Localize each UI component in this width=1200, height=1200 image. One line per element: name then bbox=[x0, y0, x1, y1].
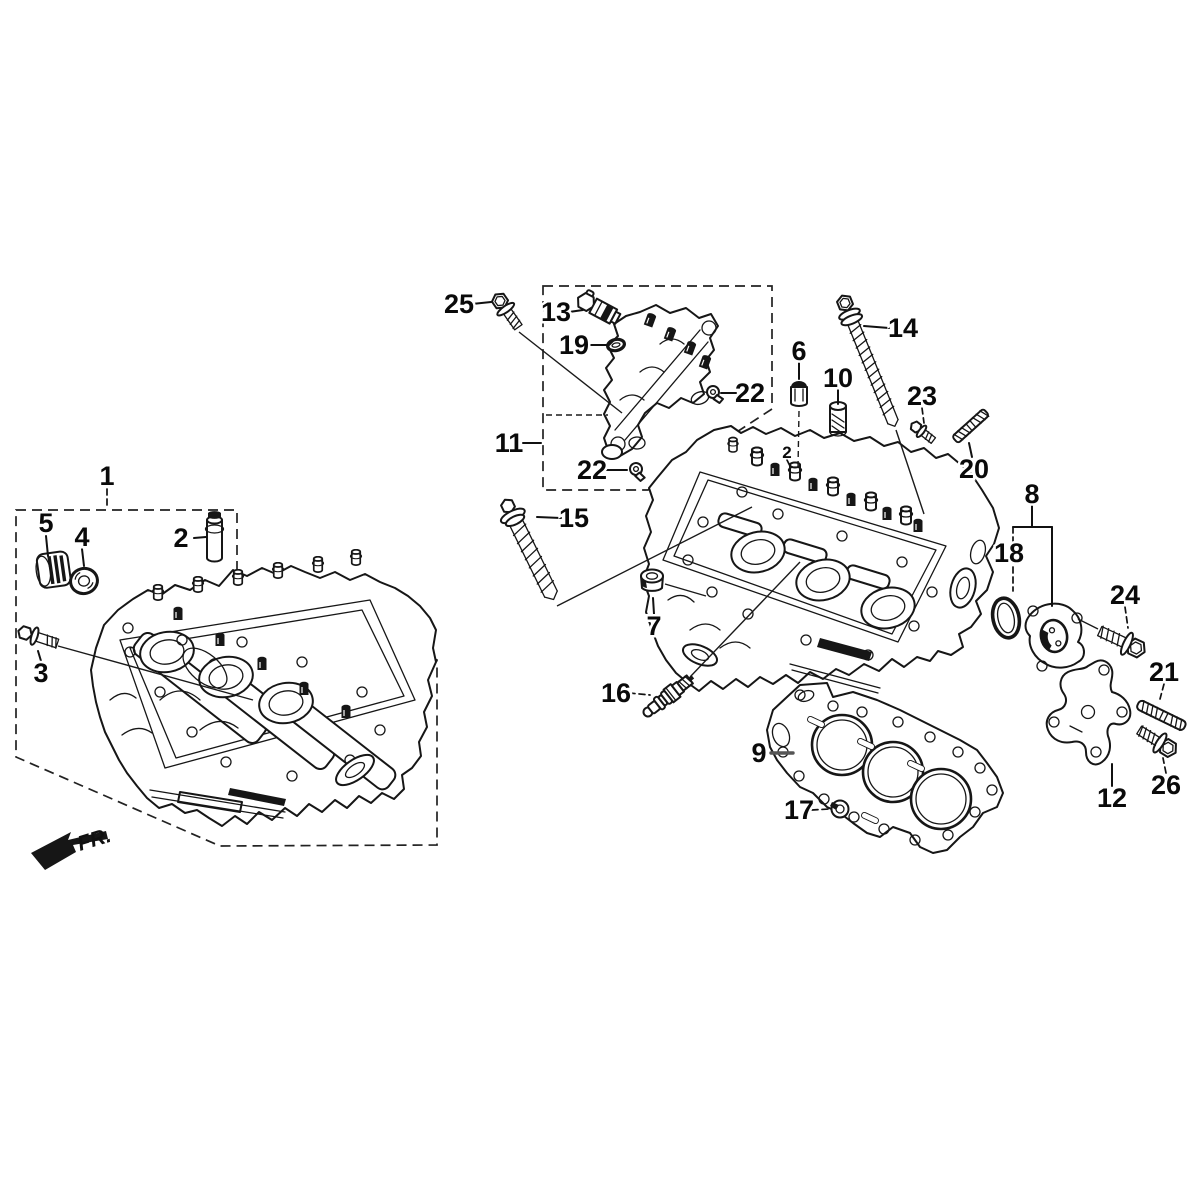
callout-14-15[interactable]: 14 bbox=[885, 311, 920, 346]
callout-17-24[interactable]: 17 bbox=[781, 793, 816, 828]
callout-22-10[interactable]: 22 bbox=[574, 453, 609, 488]
part-10-dowel bbox=[829, 401, 847, 437]
leader-line-26 bbox=[1162, 757, 1167, 774]
callout-2-3[interactable]: 2 bbox=[171, 521, 191, 556]
part-24-flange-bolt bbox=[1096, 625, 1146, 659]
part-26-flange-bolt bbox=[1136, 725, 1177, 758]
part-16-spark-plug bbox=[642, 674, 695, 718]
leader-line-16 bbox=[628, 692, 651, 696]
part-3-bolt bbox=[17, 625, 60, 649]
callout-6-13[interactable]: 6 bbox=[789, 334, 809, 369]
bolt-14-axis bbox=[895, 429, 925, 515]
callout-20-17[interactable]: 20 bbox=[956, 452, 991, 487]
leader-line-20 bbox=[968, 442, 973, 458]
cylinder-head-rear-drawing bbox=[642, 425, 1000, 694]
part-8-cam-plate bbox=[1024, 602, 1085, 672]
leader-line-13 bbox=[568, 309, 584, 313]
cylinder-head-front-drawing bbox=[90, 548, 437, 827]
bolt-25-axis bbox=[518, 331, 623, 414]
leader-line-7 bbox=[652, 597, 655, 615]
part-13-spool-valve bbox=[577, 289, 622, 325]
part-6-sealing-plug bbox=[790, 381, 808, 407]
callout-8-18[interactable]: 8 bbox=[1022, 477, 1042, 512]
spark-plug-16-axis bbox=[689, 561, 801, 678]
group-boxes-layer bbox=[15, 285, 773, 847]
part-15-washer-bolt bbox=[499, 498, 558, 601]
bolt-15-axis bbox=[556, 506, 753, 607]
callout-15-11[interactable]: 15 bbox=[556, 501, 591, 536]
callout-2-12[interactable]: 2 bbox=[781, 442, 793, 464]
part-23-bolt bbox=[909, 420, 937, 444]
fr-direction-arrow: FR. bbox=[31, 824, 114, 870]
callout-1-0[interactable]: 1 bbox=[97, 459, 117, 494]
bolt-24-link bbox=[1077, 618, 1099, 630]
part-21-stud bbox=[1136, 699, 1187, 732]
callout-19-8[interactable]: 19 bbox=[556, 328, 591, 363]
callout-13-7[interactable]: 13 bbox=[538, 295, 573, 330]
leader-line-17 bbox=[811, 808, 830, 811]
part-20-stud bbox=[952, 408, 990, 444]
group-1-box bbox=[15, 509, 438, 847]
callout-24-20[interactable]: 24 bbox=[1107, 578, 1142, 613]
leader-line-2 bbox=[193, 536, 207, 539]
part-25-flange-bolt bbox=[490, 292, 523, 331]
leader-line-3 bbox=[37, 650, 42, 662]
cap-7-axis bbox=[664, 583, 707, 597]
leader-line-21 bbox=[1159, 683, 1165, 700]
callout-12-25[interactable]: 12 bbox=[1094, 781, 1129, 816]
part-2-valve-guide bbox=[204, 511, 225, 563]
leader-line-2 bbox=[786, 459, 792, 469]
callout-16-22[interactable]: 16 bbox=[598, 676, 633, 711]
callout-3-4[interactable]: 3 bbox=[31, 656, 51, 691]
callout-11-5[interactable]: 11 bbox=[492, 426, 526, 461]
callout-10-14[interactable]: 10 bbox=[820, 361, 855, 396]
callout-25-6[interactable]: 25 bbox=[441, 287, 476, 322]
callout-5-1[interactable]: 5 bbox=[36, 506, 56, 541]
callout-23-16[interactable]: 23 bbox=[904, 379, 939, 414]
bolt-3-axis bbox=[57, 645, 254, 701]
head-gasket-drawing bbox=[766, 682, 1004, 854]
leader-line-24 bbox=[1124, 606, 1129, 629]
leader-line-15 bbox=[536, 516, 562, 519]
part-17-cap bbox=[830, 799, 850, 819]
callout-4-2[interactable]: 4 bbox=[72, 520, 92, 555]
rocker-arm-assembly-drawing bbox=[601, 304, 719, 460]
fr-arrow-icon bbox=[31, 831, 108, 870]
part-5-cup-plug bbox=[35, 550, 72, 589]
callout-21-26[interactable]: 21 bbox=[1146, 655, 1181, 690]
callout-7-21[interactable]: 7 bbox=[644, 609, 664, 644]
callout-26-27[interactable]: 26 bbox=[1148, 768, 1183, 803]
leader-line-14 bbox=[863, 325, 890, 329]
part-14-stud-bolt bbox=[836, 294, 899, 427]
part-7-cap bbox=[640, 568, 664, 592]
part-4-seal-washer bbox=[69, 566, 99, 596]
part-18-o-ring bbox=[990, 596, 1022, 640]
part-12-bracket bbox=[1045, 659, 1132, 766]
callout-18-19[interactable]: 18 bbox=[991, 536, 1026, 571]
callout-22-9[interactable]: 22 bbox=[732, 376, 767, 411]
assembly-axes-layer bbox=[57, 331, 1099, 701]
leader-line-4 bbox=[81, 548, 85, 567]
part-19-o-ring bbox=[606, 337, 626, 353]
leader-line-5 bbox=[45, 535, 49, 557]
leader-line-25 bbox=[471, 301, 492, 305]
callout-9-23[interactable]: 9 bbox=[749, 736, 769, 771]
leader-line-23 bbox=[921, 407, 925, 424]
